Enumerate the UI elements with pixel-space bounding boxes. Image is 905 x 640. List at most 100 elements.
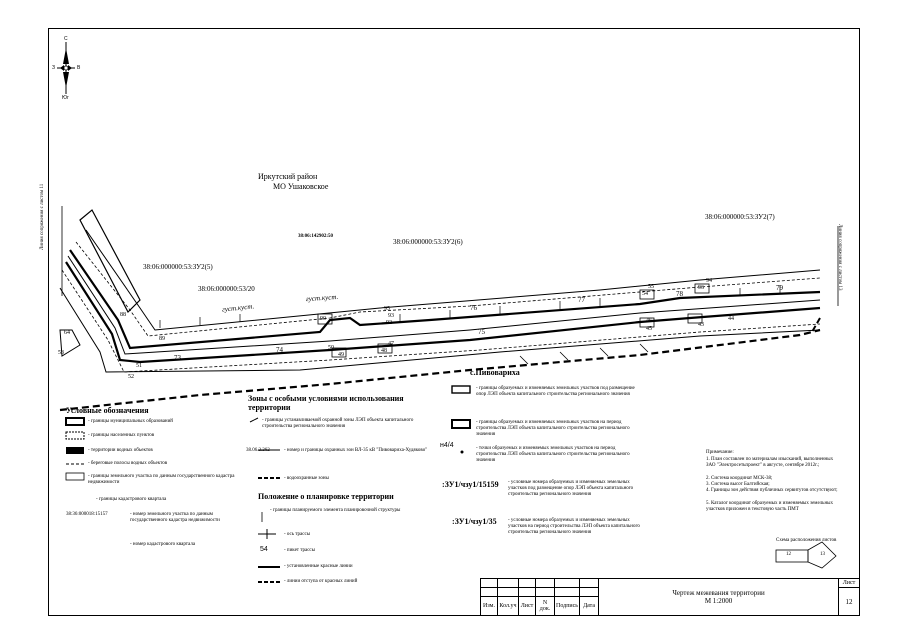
point-label: 94 xyxy=(706,278,712,284)
drawing-sheet xyxy=(48,28,860,616)
point-label: 89 xyxy=(159,336,165,342)
left-plot xyxy=(79,209,141,314)
legend-quarter-desc: - номер кадастрового квартала xyxy=(130,542,196,547)
notes-line: 2. Система координат МСК-38; xyxy=(706,476,773,481)
zones-water-desc: - водоохранные зоны xyxy=(284,476,329,481)
point-label: 49 xyxy=(338,352,344,358)
point-label: 44 xyxy=(728,316,734,322)
point-label: 48 xyxy=(381,348,387,354)
sheet-scheme xyxy=(775,541,837,569)
legend-title: Условные обозначения xyxy=(66,406,149,415)
corridor-line-top xyxy=(69,249,821,350)
point-label: 92 xyxy=(386,320,392,326)
planning-axis-desc: - ось трассы xyxy=(284,532,311,537)
municipality-title: МО Ушаковское xyxy=(273,182,329,191)
legend-cadnum-code: 38:36:000018:15157 xyxy=(66,512,108,517)
legend-right-point-code: н4/4 xyxy=(440,442,454,449)
sheet-scheme-title: Схема расположения листов xyxy=(776,538,837,543)
label-plot-20: 38:06:000000:53/20 xyxy=(198,285,255,293)
plot-64 xyxy=(59,329,81,357)
point-label: 53 xyxy=(58,350,64,356)
point-label: 78 xyxy=(676,290,683,298)
point-label: 50 xyxy=(328,345,334,351)
corridor-line-bottom xyxy=(65,261,821,364)
legend-item: - границы кадастрового квартала xyxy=(96,497,167,502)
label-small-code: 38:06:142902:50 xyxy=(298,234,333,239)
legend-right-b2: - границы образуемых и изменяемых земель… xyxy=(476,420,630,437)
legend-right-desc2: - условные номера образуемых и изменяемы… xyxy=(508,518,640,535)
stamp-col: Лист xyxy=(518,596,536,616)
legend-right-code1: :ЗУ1/чзу1/15159 xyxy=(442,480,499,489)
plot-boundary xyxy=(85,229,821,331)
compass-south: Юг xyxy=(62,95,69,101)
zones-guard-desc: - границы устанавливаемой охранной зоны … xyxy=(262,418,414,429)
legend-item: - границы муниципальных образований xyxy=(88,419,173,424)
compass-icon xyxy=(57,42,75,94)
planning-title: Положение о планировке территории xyxy=(258,492,394,501)
label-zu6: 38:06:000000:53:ЗУ2(6) xyxy=(393,238,463,246)
point-label: 96 xyxy=(698,285,704,291)
point-label: 46 xyxy=(646,318,652,324)
zones-title: Зоны с особыми условиями использования т… xyxy=(248,394,404,412)
point-label: 75 xyxy=(478,328,485,336)
stamp-sheet-no: 12 xyxy=(838,587,860,616)
point-label: 76 xyxy=(470,304,477,312)
point-label: 52 xyxy=(128,374,134,380)
stamp-col: Подпись xyxy=(553,596,581,616)
point-label: 88 xyxy=(120,312,126,318)
point-label: 45 xyxy=(646,326,652,332)
stamp-col: Кол.уч xyxy=(497,596,519,616)
point-label: 73 xyxy=(174,354,181,362)
point-label: 90 xyxy=(320,316,326,322)
notes-line: 3. Система высот Балтийская; xyxy=(706,482,770,487)
legend-symbols xyxy=(65,385,471,583)
compass-east: В xyxy=(77,65,81,71)
legend-right-desc1: - условные номера образуемых и изменяемы… xyxy=(508,480,634,497)
point-label: 55 xyxy=(648,284,654,290)
district-title: Иркутский район xyxy=(258,172,318,181)
label-zu7: 38:06:000000:53:ЗУ2(7) xyxy=(705,213,775,221)
zone-boundary-lower xyxy=(61,269,821,373)
legend-item: - границы населенных пунктов xyxy=(88,433,155,438)
sheet-scheme-left: 12 xyxy=(786,552,791,557)
planning-picket-desc: - пикет трассы xyxy=(284,548,315,553)
point-label: 93 xyxy=(388,313,394,319)
point-label: 43 xyxy=(698,322,704,328)
planning-red-desc: - установленные красные линии xyxy=(284,564,353,569)
stamp-col: N док. xyxy=(535,596,555,616)
zone-boundary-upper xyxy=(75,241,821,337)
planning-element-desc: - границы планируемого элемента планиров… xyxy=(270,508,401,513)
compass-north: С xyxy=(64,36,68,42)
compass-west: З xyxy=(52,65,56,71)
notes-line: 1. План составлен по материалам изыскани… xyxy=(706,457,834,468)
legend-right-code2: :ЗУ1/чзу1/35 xyxy=(452,517,497,526)
legend-right-b1: - границы образуемых и изменяемых земель… xyxy=(476,386,635,397)
point-label: 95 xyxy=(384,306,390,312)
zones-desc: - номер и границы охранных зон ВЛ-35 кВ … xyxy=(284,448,428,453)
point-label: 51 xyxy=(136,363,142,369)
stamp-col: Изм. xyxy=(480,596,498,616)
title-block: Чертеж межевания территории М 1:2000 Лис… xyxy=(480,578,860,616)
right-dashed-boundary xyxy=(811,317,821,333)
legend-item: - границы земельного участка по данным г… xyxy=(88,474,235,485)
label-joint-left: Линия сопряжения с листом 11 xyxy=(40,183,45,250)
notes-line: 5. Каталог координат образуемых и изменя… xyxy=(706,501,833,512)
zones-code: 38.06.2.262 xyxy=(246,448,270,453)
legend-item: - территории водных объектов xyxy=(88,448,153,453)
label-settlement: с.Пивовариха xyxy=(470,368,520,377)
point-label: 77 xyxy=(578,296,585,304)
notes-title: Примечание: xyxy=(706,450,734,455)
legend-right-point-desc: - точки образуемых и изменяемых земельны… xyxy=(476,446,630,463)
point-label: 64 xyxy=(64,330,70,336)
stamp-title: Чертеж межевания территории xyxy=(672,589,765,597)
plot-boundary-2 xyxy=(59,287,821,373)
legend-cadnum-desc: - номер земельного участка по данным гос… xyxy=(130,512,220,523)
point-label: 74 xyxy=(276,346,283,354)
planning-picket-num: 54 xyxy=(260,546,268,553)
stamp-sheet-label: Лист xyxy=(838,578,860,588)
point-label: 47 xyxy=(388,341,394,347)
stamp-scale: М 1:2000 xyxy=(704,597,733,605)
route-axis xyxy=(67,255,821,355)
planning-setback-desc: - линии отступа от красных линий xyxy=(284,579,358,584)
